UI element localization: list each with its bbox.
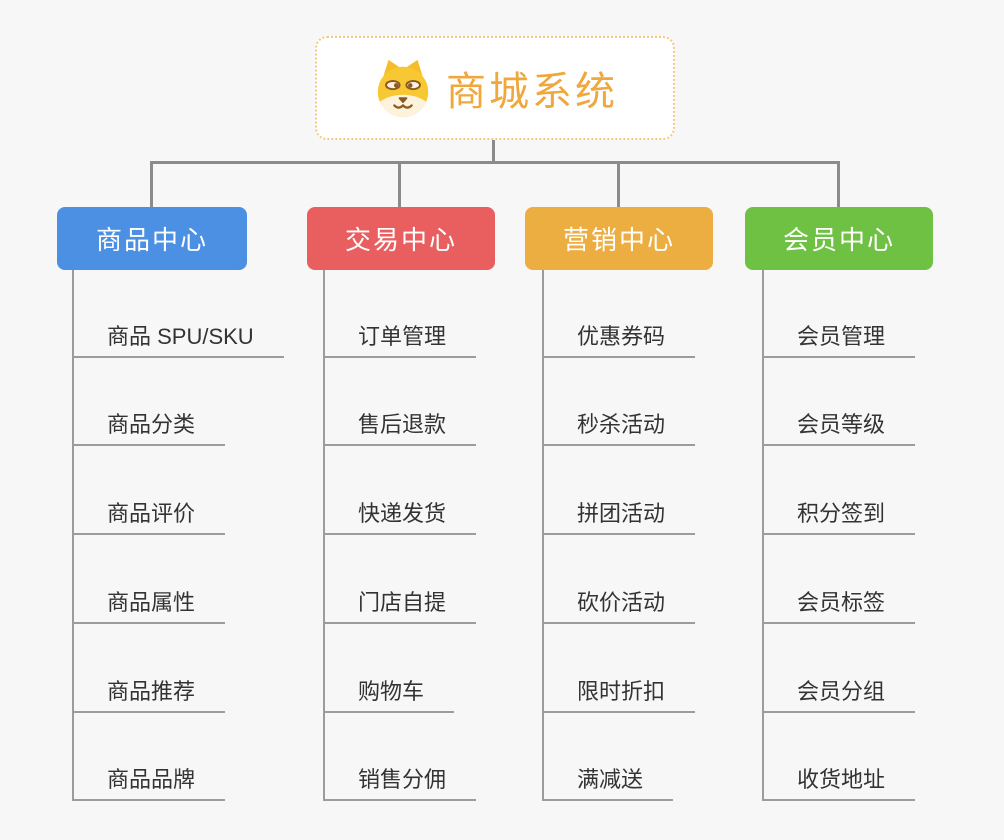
leaf-node[interactable]: 会员分组	[763, 679, 916, 713]
leaf-node[interactable]: 会员等级	[763, 412, 916, 446]
leaf-node[interactable]: 销售分佣	[324, 767, 477, 801]
branch-trunk-line	[323, 270, 325, 801]
leaf-node[interactable]: 砍价活动	[543, 590, 696, 624]
leaf-node[interactable]: 商品评价	[73, 501, 226, 535]
leaf-node[interactable]: 收货地址	[763, 767, 916, 801]
connector-drop-member	[837, 161, 840, 207]
root-node-mall-system[interactable]: 商城系统	[315, 36, 675, 140]
leaf-node[interactable]: 限时折扣	[543, 679, 696, 713]
leaf-node[interactable]: 订单管理	[324, 324, 477, 358]
leaf-node[interactable]: 售后退款	[324, 412, 477, 446]
leaf-node[interactable]: 商品 SPU/SKU	[73, 324, 284, 358]
branch-node-member-center[interactable]: 会员中心	[745, 207, 933, 270]
connector-drop-trade	[398, 161, 401, 207]
branch-node-product-center[interactable]: 商品中心	[57, 207, 247, 270]
leaf-node[interactable]: 商品分类	[73, 412, 226, 446]
connector-drop-marketing	[617, 161, 620, 207]
branch-node-trade-center[interactable]: 交易中心	[307, 207, 495, 270]
leaf-node[interactable]: 优惠券码	[543, 324, 696, 358]
leaf-node[interactable]: 商品品牌	[73, 767, 226, 801]
leaf-node[interactable]: 积分签到	[763, 501, 916, 535]
branch-trunk-line	[542, 270, 544, 801]
leaf-node[interactable]: 快递发货	[324, 501, 477, 535]
connector-drop-product	[150, 161, 153, 207]
root-node-title: 商城系统	[446, 70, 618, 114]
leaf-node[interactable]: 会员标签	[763, 590, 916, 624]
leaf-node[interactable]: 拼团活动	[543, 501, 696, 535]
branch-trunk-line	[762, 270, 764, 801]
connector-root-stem	[492, 140, 495, 164]
doge-dog-face-icon	[372, 57, 434, 119]
branch-node-marketing-center[interactable]: 营销中心	[525, 207, 713, 270]
leaf-node[interactable]: 商品推荐	[73, 679, 226, 713]
leaf-node[interactable]: 购物车	[324, 679, 455, 713]
connector-horizontal-bus	[150, 161, 840, 164]
leaf-node[interactable]: 门店自提	[324, 590, 477, 624]
leaf-node[interactable]: 秒杀活动	[543, 412, 696, 446]
leaf-node[interactable]: 商品属性	[73, 590, 226, 624]
leaf-node[interactable]: 会员管理	[763, 324, 916, 358]
branch-trunk-line	[72, 270, 74, 801]
leaf-node[interactable]: 满减送	[543, 767, 674, 801]
